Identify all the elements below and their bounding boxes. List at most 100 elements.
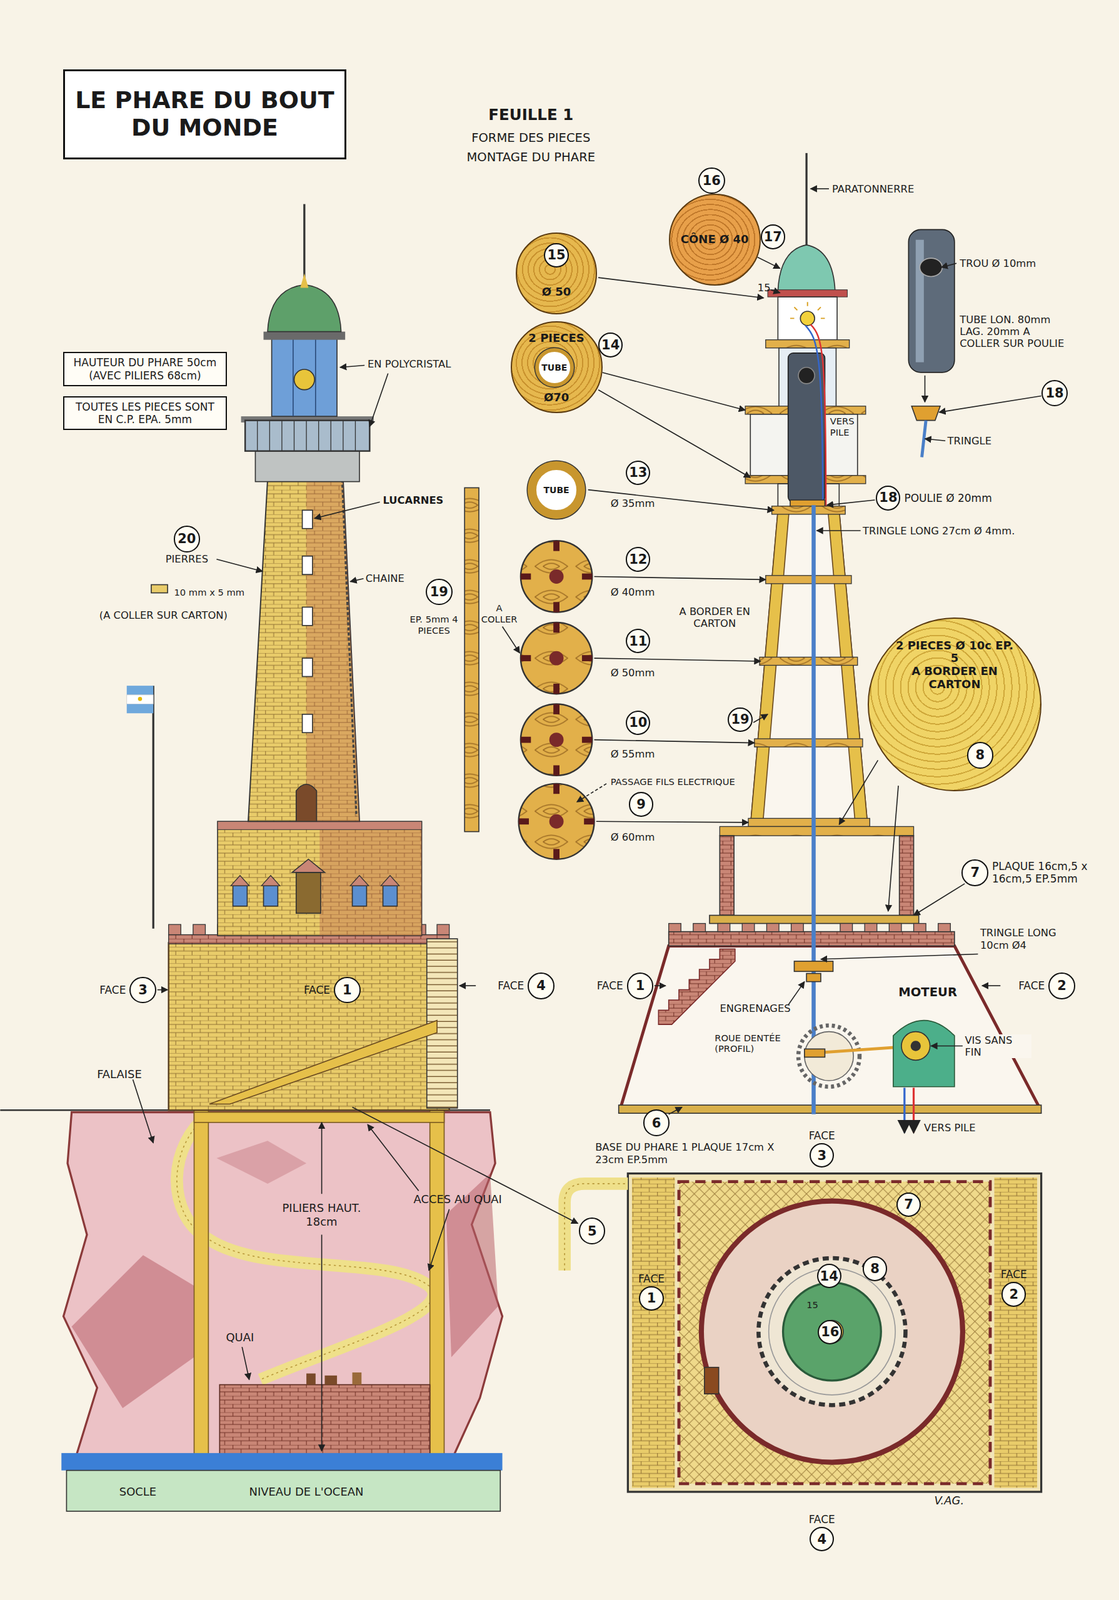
face-callout: FACE1: [597, 972, 654, 999]
node-text: FACE: [1000, 1268, 1028, 1281]
face-callout: FACE1: [303, 977, 361, 1004]
part-label: ENGRENAGES: [719, 1002, 791, 1015]
callout-circle: 6: [643, 1109, 670, 1136]
note: VERS PILE: [830, 415, 859, 438]
callout-number: 12: [628, 551, 648, 568]
note: (A COLLER SUR CARTON): [99, 609, 228, 622]
node-text: FACE: [808, 1129, 836, 1143]
node-text: Ø70: [543, 391, 569, 405]
callout-number: 2: [1048, 972, 1075, 999]
callout-number: 6: [652, 1115, 662, 1131]
node-text: CÔNE Ø 40: [680, 233, 749, 247]
callout-number: 2: [1001, 1282, 1026, 1307]
callout-circle: 19: [727, 707, 753, 733]
callout-circle: 17: [760, 224, 786, 249]
callout-number: 3: [129, 977, 156, 1004]
face-callout: FACE3: [99, 977, 157, 1004]
note-box: TOUTES LES PIECES SONT EN C.P. EPA. 5mm: [63, 396, 227, 431]
cone-disc: CÔNE Ø 40: [668, 193, 761, 286]
node-text: PLAQUE 16cm,5 x 16cm,5 EP.5mm: [992, 860, 1089, 886]
callout-circle: 11: [625, 628, 651, 654]
node-text: FACE: [1018, 979, 1045, 993]
node-text: A BORDER EN CARTON: [893, 665, 1016, 691]
node-text: POULIE Ø 20mm: [903, 491, 992, 505]
signature: V.AG.: [933, 1494, 964, 1508]
callout-circle: 14: [598, 332, 623, 357]
part-label: TRINGLE: [947, 435, 992, 447]
callout-circle: 8: [862, 1256, 888, 1281]
dimension: Ø 50mm: [610, 667, 656, 679]
dimension: TUBE LON. 80mm LAG. 20mm A COLLER SUR PO…: [959, 313, 1067, 351]
part-label: VIS SANS FIN: [964, 1034, 1031, 1059]
callout-number: 20: [177, 531, 196, 547]
note: PASSAGE FILS ELECTRIQUE: [610, 776, 736, 788]
node-text: 2 PIECES Ø 10c EP. 5: [893, 639, 1016, 666]
callout-number: 8: [870, 1261, 880, 1277]
callout-circle: 19: [425, 578, 452, 606]
tube-ring: TUBE: [527, 461, 585, 519]
node-text: FACE: [597, 979, 624, 993]
dimension: 10 mm x 5 mm: [173, 587, 245, 598]
callout-number: 1: [627, 972, 654, 999]
callout-circle: 16: [698, 167, 725, 194]
dimension: PILIERS HAUT. 18cm: [280, 1201, 363, 1228]
callout-number: 14: [820, 1269, 839, 1285]
part-label: PARATONNERRE: [832, 183, 914, 196]
part-label: CHAINE: [365, 572, 405, 585]
callout-number: 18: [1045, 385, 1064, 401]
callout-number: 4: [809, 1527, 834, 1552]
dimension: TRINGLE LONG 10cm Ø4: [980, 927, 1083, 952]
tube-ring: TUBE: [535, 348, 574, 387]
callout-circle: 9: [628, 792, 654, 817]
title-frame: LE PHARE DU BOUT DU MONDE: [63, 69, 346, 160]
part-callout: 18POULIE Ø 20mm: [875, 485, 992, 511]
callout-number: 9: [636, 797, 646, 813]
callout-circle: 8: [967, 742, 994, 769]
callout-number: 10: [628, 715, 648, 731]
part-label: FALAISE: [96, 1067, 142, 1081]
callout-number: 19: [730, 712, 749, 728]
callout-number: 7: [961, 859, 988, 886]
dimension: Ø 60mm: [610, 831, 656, 844]
node-text: 2 PIECES: [528, 331, 584, 346]
part-label: ROUE DENTÉE (PROFIL): [714, 1032, 797, 1055]
note: A COLLER: [478, 602, 520, 625]
node-text: HAUTEUR DU PHARE 50cm (AVEC PILIERS 68cm…: [68, 356, 221, 382]
callout-number: 17: [763, 229, 783, 245]
callout-circle: 7: [896, 1192, 921, 1218]
node-text: FACE: [808, 1513, 836, 1526]
callout-number: 19: [430, 584, 449, 600]
callout-number: 13: [628, 465, 648, 481]
callout-number: 18: [875, 485, 901, 511]
wood-disc: Ø 5015: [515, 232, 598, 315]
part-callout: 7PLAQUE 16cm,5 x 16cm,5 EP.5mm: [961, 859, 1089, 886]
callout-number: 7: [903, 1197, 914, 1213]
dimension: Ø 55mm: [610, 748, 656, 761]
part-label: SOCLE: [119, 1485, 157, 1499]
callout-number: 15: [806, 1299, 819, 1311]
callout-number: 4: [527, 972, 554, 999]
callout-circle: 10: [625, 710, 651, 736]
dimension: EP. 5mm 4 PIECES: [405, 613, 462, 636]
sheet-title: FEUILLE 1: [488, 106, 574, 125]
face-callout: FACE2: [1018, 972, 1076, 999]
callout-number: 5: [587, 1224, 598, 1240]
dimension: TROU Ø 10mm: [959, 257, 1036, 270]
callout-circle: 12: [625, 546, 651, 572]
callout-number: 16: [702, 173, 721, 189]
dimension: Ø 40mm: [610, 586, 656, 599]
callout-number: 1: [333, 977, 361, 1004]
note: A BORDER EN CARTON: [666, 605, 764, 631]
part-label: NIVEAU DE L'OCEAN: [248, 1485, 364, 1499]
part-label: EN POLYCRISTAL: [367, 358, 451, 371]
sheet-subtitle: FORME DES PIECES: [471, 130, 591, 146]
title-text: LE PHARE DU BOUT DU MONDE: [71, 86, 338, 142]
face-callout: FACE1: [638, 1272, 665, 1311]
callout-number: 15: [757, 281, 771, 294]
callout-circle: 20: [173, 525, 201, 552]
callout-number: 15: [546, 247, 566, 263]
node-text: FACE: [638, 1272, 665, 1286]
dimension: TRINGLE LONG 27cm Ø 4mm.: [862, 525, 1015, 537]
note: VERS PILE: [923, 1122, 976, 1135]
face-callout: FACE4: [497, 972, 555, 999]
